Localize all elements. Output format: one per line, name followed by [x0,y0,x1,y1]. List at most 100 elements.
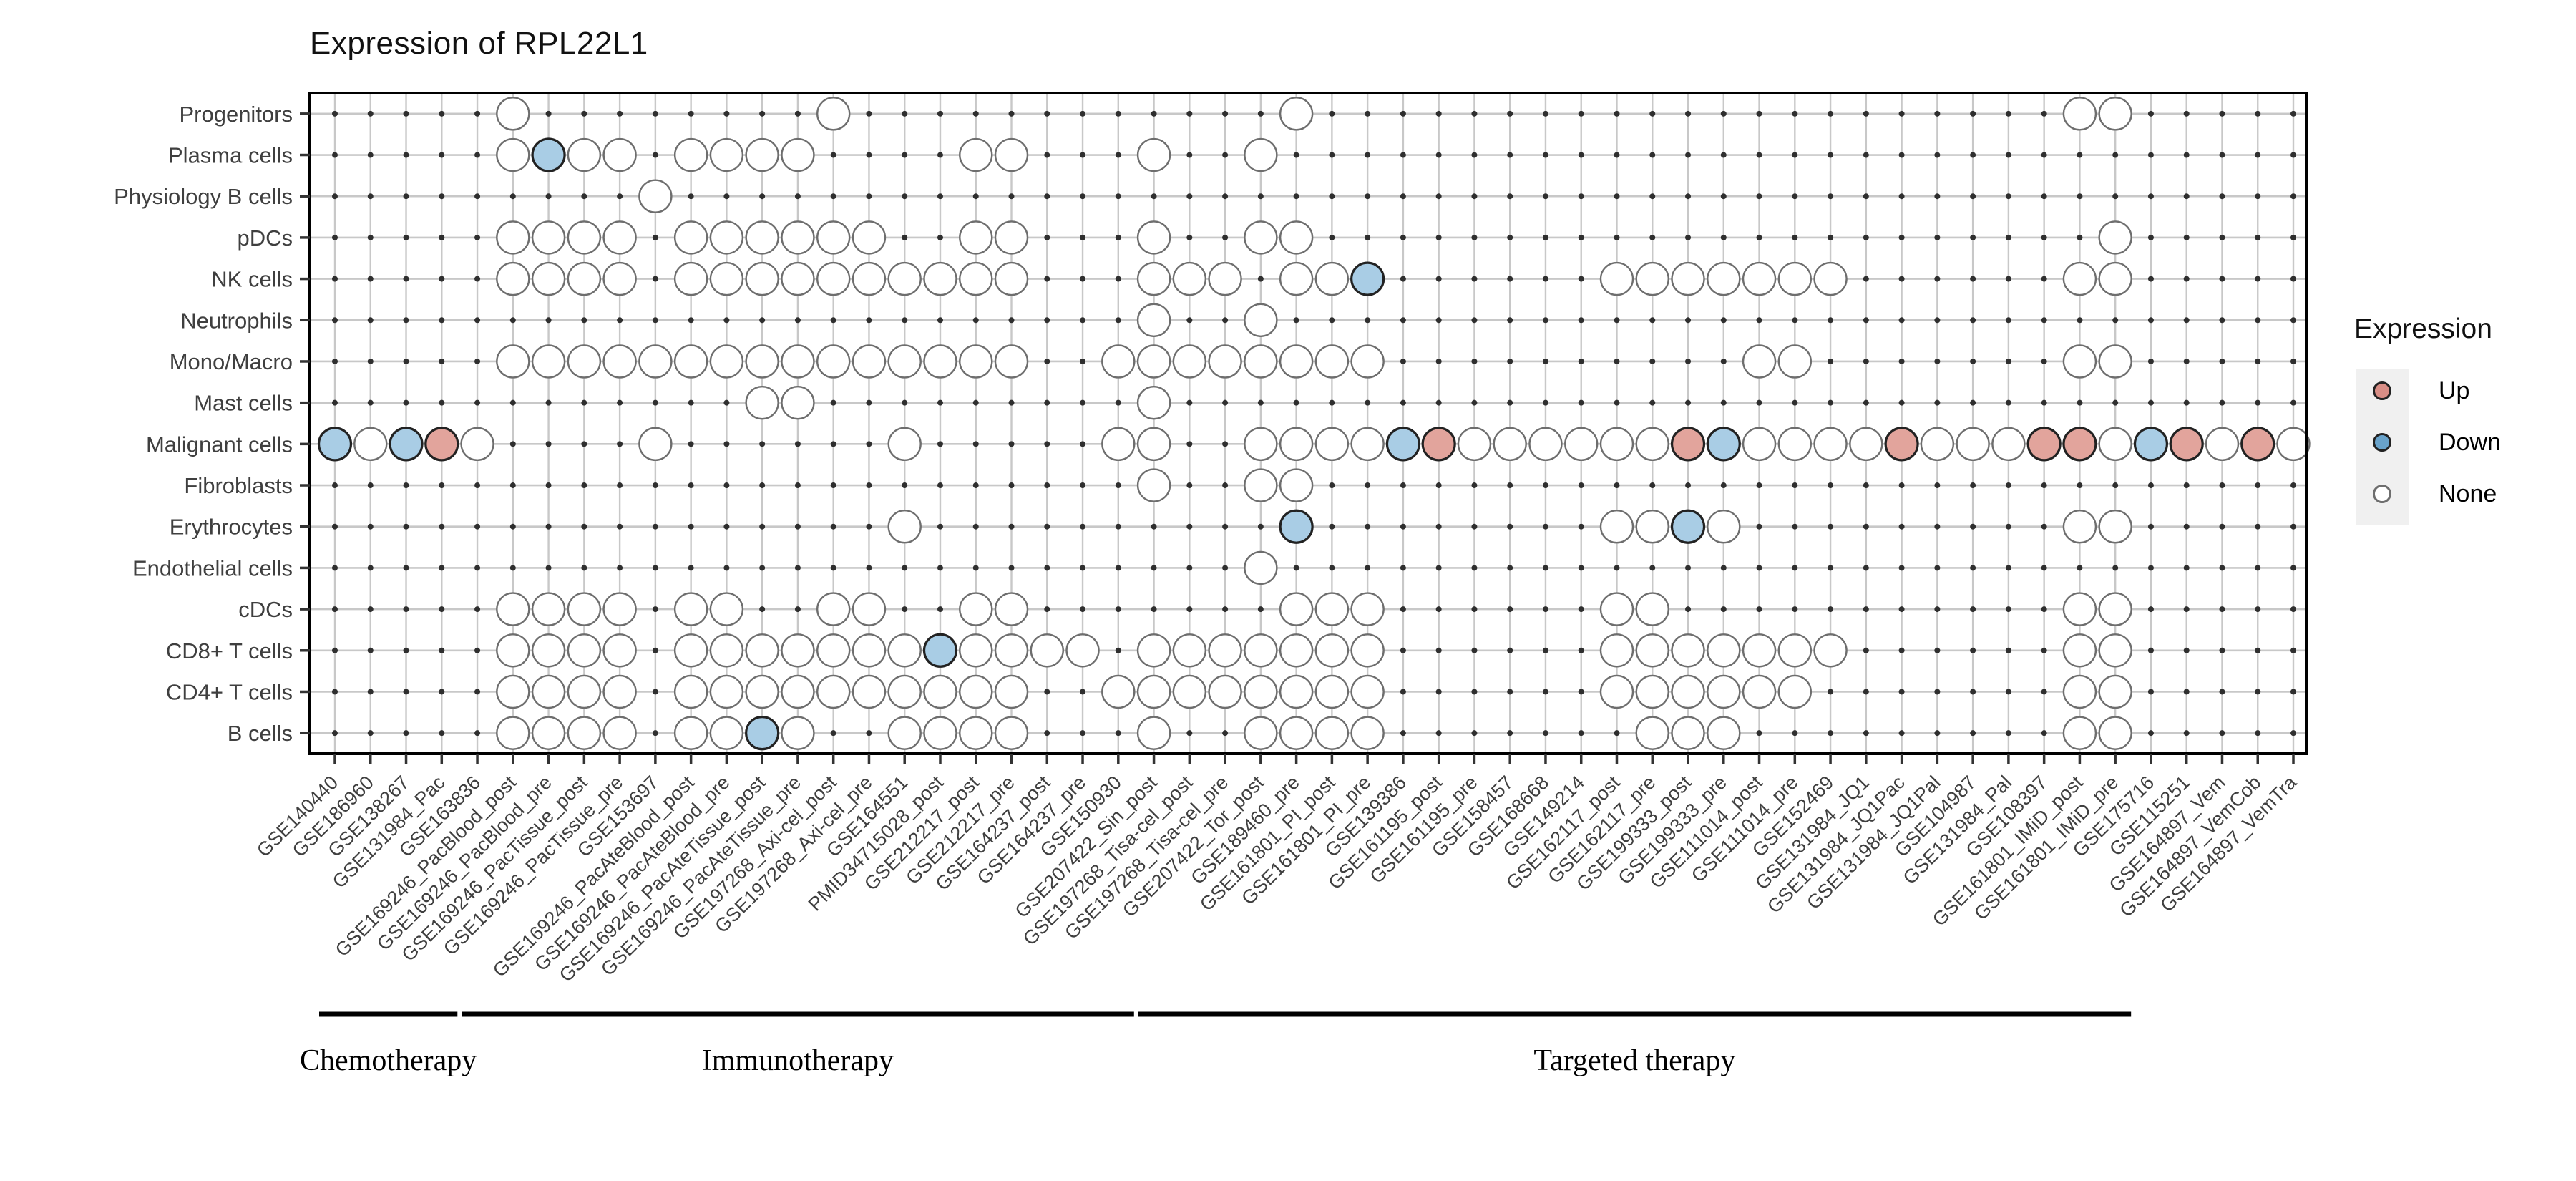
grid-point [367,152,374,158]
grid-point [1257,606,1264,613]
dot-none [1136,303,1171,337]
grid-point [1115,276,1121,282]
grid-point [1186,110,1193,117]
grid-point [2290,523,2296,530]
grid-point [1400,317,1406,324]
grid-point [1756,152,1762,158]
grid-point [1080,317,1086,324]
dot-none [1671,716,1705,750]
grid-point [617,110,623,117]
grid-point [2147,523,2154,530]
dot-none [1742,344,1777,379]
grid-point [1400,647,1406,653]
dot-none [994,633,1029,668]
grid-point [1507,606,1513,613]
dot-none [673,716,708,750]
grid-point [1435,730,1442,737]
grid-point [367,689,374,695]
grid-point [830,193,836,200]
dot-none [2098,716,2132,750]
grid-point [2005,565,2011,571]
grid-point [1507,647,1513,653]
grid-point [1970,276,1976,282]
dot-none [816,633,851,668]
dot-none [1350,344,1385,379]
grid-point [2219,647,2225,653]
grid-point [2112,482,2119,489]
dot-none [709,716,744,750]
grid-point [1365,110,1371,117]
grid-point [2005,276,2011,282]
grid-point [1329,317,1335,324]
dot-none [2098,510,2132,544]
dot-none [1528,427,1563,462]
grid-point [2041,193,2047,200]
grid-point [1257,110,1264,117]
grid-point [1614,730,1620,737]
grid-point [2290,110,2296,117]
grid-point [1863,730,1869,737]
dot-none [2098,633,2132,668]
grid-point [937,523,943,530]
grid-point [830,482,836,489]
grid-point [1649,110,1656,117]
grid-point [1970,399,1976,406]
dot-none [1635,427,1669,462]
dot-none [1172,344,1207,379]
dot-none [567,674,602,709]
grid-point [1435,110,1442,117]
dot-up [1884,427,1919,462]
dot-none [602,716,637,750]
grid-point [1863,110,1869,117]
grid-point [545,399,552,406]
grid-point [1435,565,1442,571]
grid-point [2041,647,2047,653]
grid-point [1293,565,1299,571]
grid-point [1792,234,1798,240]
grid-point [2290,606,2296,613]
y-tick-label: B cells [228,721,293,746]
dot-none [567,137,602,172]
dot-none [567,716,602,750]
grid-point [1080,358,1086,364]
grid-point [403,317,409,324]
grid-point [474,565,481,571]
dot-none [1279,220,1314,255]
grid-point [1080,606,1086,613]
grid-point [2219,730,2225,737]
grid-point [1578,152,1584,158]
grid-point [2041,606,2047,613]
grid-point [2005,399,2011,406]
dot-none [1777,674,1813,709]
grid-point [1720,606,1727,613]
grid-point [1792,606,1798,613]
dot-none [496,674,530,709]
dot-none [994,137,1029,172]
grid-point [1115,482,1121,489]
grid-point [439,606,445,613]
grid-point [723,441,730,447]
grid-point [474,110,481,117]
grid-point [2219,689,2225,695]
grid-point [1792,193,1798,200]
grid-point [2005,358,2011,364]
grid-point [2290,358,2296,364]
grid-point [830,317,836,324]
grid-point [1970,110,1976,117]
grid-point [1507,565,1513,571]
grid-point [972,565,979,571]
dot-none [2062,261,2097,296]
dot-none [887,510,922,544]
grid-point [1792,565,1798,571]
grid-point [1222,441,1229,447]
grid-point [1080,689,1086,695]
dot-up [2169,427,2204,462]
grid-point [1685,565,1692,571]
grid-point [794,110,801,117]
grid-point [2041,730,2047,737]
grid-point [1186,523,1193,530]
dot-none [602,220,637,255]
grid-point [1222,317,1229,324]
dot-none [781,633,815,668]
y-tick-label: Mast cells [194,391,293,416]
